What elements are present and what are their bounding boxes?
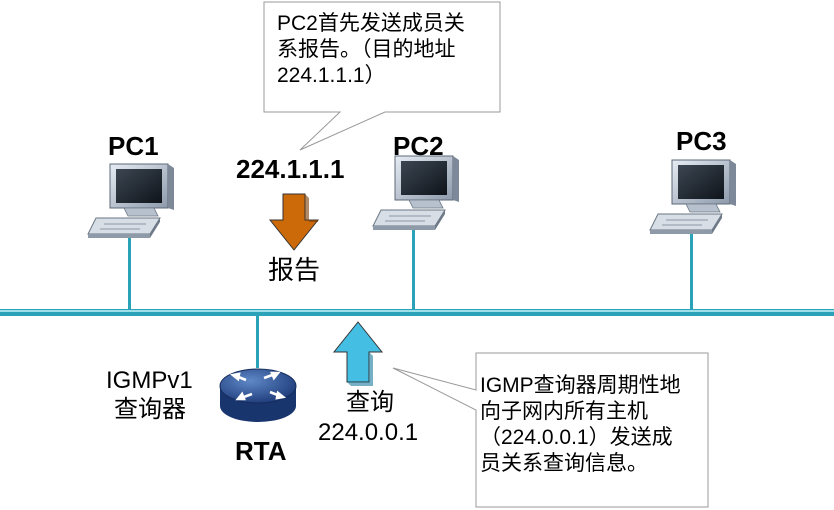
router-role-line2: 查询器 [114,396,186,423]
pc1-drop-line [128,236,131,310]
callout-top-text: PC2首先发送成员关 系报告。（目的地址 224.1.1.1） [277,11,499,89]
report-label: 报告 [268,255,321,285]
callout-bottom-box [392,352,709,508]
pc3-computer-icon [649,159,737,235]
router-icon [219,368,297,422]
report-address: 224.1.1.1 [236,154,345,184]
query-address: 224.0.0.1 [318,419,419,446]
callout-bottom-line4: 员关系查询信息。 [480,452,648,475]
callout-bottom-line1: IGMP查询器周期性地 [480,374,681,397]
callout-top-line2: 系报告。（目的地址 [277,38,456,61]
callout-top-box [263,1,501,151]
pc3-drop-line [690,232,693,310]
pc1-label: PC1 [108,131,159,161]
callout-top-line3: 224.1.1.1） [277,64,386,87]
query-arrow-icon [332,321,384,383]
pc1-computer-icon [87,163,175,239]
callout-bottom-line3: （224.0.0.1）发送成 [480,426,673,449]
pc2-label: PC2 [393,131,444,161]
pc2-drop-line [412,228,415,310]
network-bus [0,309,834,316]
router-name: RTA [235,436,287,466]
pc3-label: PC3 [676,126,727,156]
query-label: 查询 [346,389,394,416]
callout-bottom-text: IGMP查询器周期性地 向子网内所有主机 （224.0.0.1）发送成 员关系查… [480,373,706,477]
network-bus-highlight [0,310,834,312]
callout-bottom-line2: 向子网内所有主机 [480,400,648,423]
router-drop-line [256,315,259,368]
pc2-computer-icon [372,155,460,231]
callout-top-line1: PC2首先发送成员关 [277,12,465,35]
router-role-line1: IGMPv1 [106,367,193,394]
